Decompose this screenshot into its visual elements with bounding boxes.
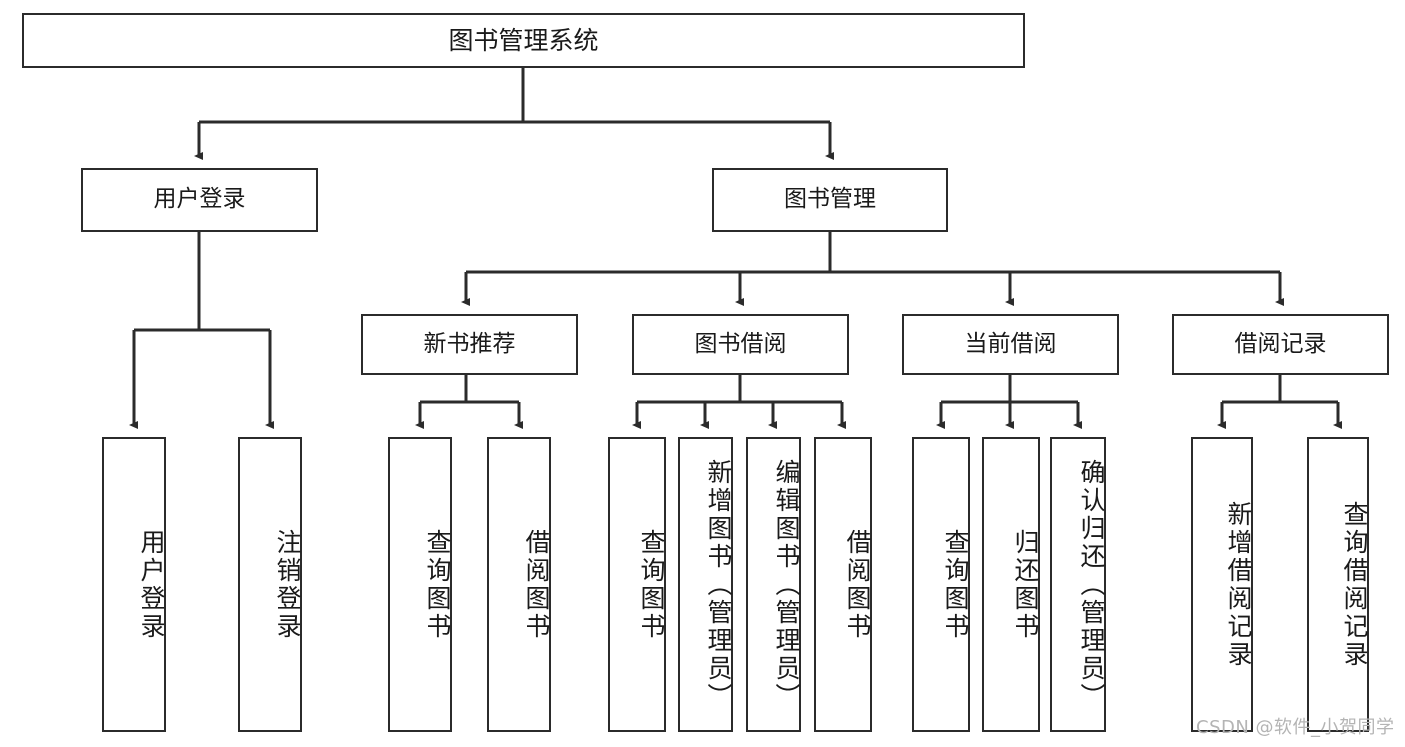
node-label: 图书管理系统	[448, 25, 599, 55]
node-label: 编辑图书（管理员）	[772, 458, 801, 711]
leaf-user-login[interactable]: 用户登录	[102, 437, 166, 732]
node-label: 查询图书	[423, 528, 452, 641]
node-label: 新书推荐	[423, 330, 516, 357]
node-label: 图书借阅	[694, 330, 787, 357]
leaf-query-book-borrowing[interactable]: 查询图书	[608, 437, 666, 732]
leaf-logout[interactable]: 注销登录	[238, 437, 302, 732]
leaf-query-book-current[interactable]: 查询图书	[912, 437, 970, 732]
node-root-book-management-system[interactable]: 图书管理系统	[22, 13, 1025, 68]
csdn-watermark: CSDN @软件_小贺同学	[1196, 717, 1395, 738]
node-label: 借阅图书	[522, 528, 551, 641]
leaf-return-book[interactable]: 归还图书	[982, 437, 1040, 732]
node-label: 新增借阅记录	[1224, 500, 1253, 669]
leaf-add-book-admin[interactable]: 新增图书（管理员）	[678, 437, 733, 732]
node-book-management[interactable]: 图书管理	[712, 168, 948, 232]
node-user-login[interactable]: 用户登录	[81, 168, 318, 232]
node-label: 注销登录	[273, 528, 302, 641]
leaf-query-book-recommend[interactable]: 查询图书	[388, 437, 452, 732]
leaf-query-borrow-record[interactable]: 查询借阅记录	[1307, 437, 1369, 732]
node-label: 查询图书	[941, 528, 970, 641]
node-label: 借阅图书	[843, 528, 872, 641]
node-label: 借阅记录	[1234, 330, 1327, 357]
node-borrow-records[interactable]: 借阅记录	[1172, 314, 1389, 375]
node-label: 用户登录	[153, 186, 246, 213]
node-label: 用户登录	[137, 528, 166, 641]
node-label: 图书管理	[784, 186, 876, 213]
node-label: 当前借阅	[964, 330, 1057, 357]
node-label: 归还图书	[1011, 528, 1040, 641]
leaf-borrow-book-borrowing[interactable]: 借阅图书	[814, 437, 872, 732]
leaf-add-borrow-record[interactable]: 新增借阅记录	[1191, 437, 1253, 732]
node-label: 确认归还（管理员）	[1077, 458, 1106, 711]
node-new-book-recommendation[interactable]: 新书推荐	[361, 314, 578, 375]
leaf-edit-book-admin[interactable]: 编辑图书（管理员）	[746, 437, 801, 732]
leaf-borrow-book-recommend[interactable]: 借阅图书	[487, 437, 551, 732]
node-label: 查询图书	[637, 528, 666, 641]
node-current-borrowing[interactable]: 当前借阅	[902, 314, 1119, 375]
node-label: 查询借阅记录	[1340, 500, 1369, 669]
leaf-confirm-return-admin[interactable]: 确认归还（管理员）	[1050, 437, 1106, 732]
node-book-borrowing[interactable]: 图书借阅	[632, 314, 849, 375]
node-label: 新增图书（管理员）	[704, 458, 733, 711]
